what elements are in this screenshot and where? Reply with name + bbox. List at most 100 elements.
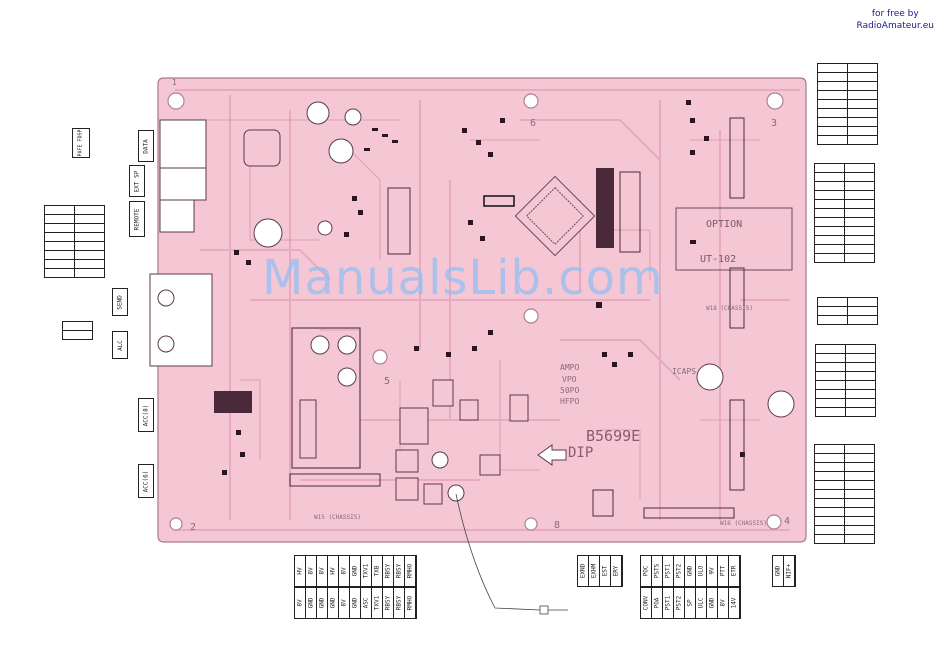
connector-strips — [289, 117, 745, 519]
pin-table-right-3 — [817, 297, 878, 325]
mounting-holes — [167, 92, 784, 531]
ic-chips — [214, 168, 641, 413]
corner-3: 3 — [771, 118, 778, 129]
pin-label: 8V — [306, 556, 317, 586]
antenna-wire — [455, 493, 541, 611]
pin-label: GND — [350, 556, 361, 586]
tp-hfpo: HFPO — [560, 397, 580, 406]
pin-label: GND — [773, 556, 784, 586]
label-data: DATA — [138, 130, 154, 162]
shield-block — [291, 327, 361, 469]
pin-label: RBSY — [394, 588, 405, 618]
pcb-board — [157, 77, 807, 543]
left-jacks — [149, 119, 213, 367]
pin-label: TXV1 — [372, 588, 383, 618]
pin-label: 8V — [339, 556, 350, 586]
pin-label: RBSY — [383, 588, 394, 618]
inductors — [243, 129, 529, 505]
pin-label: 14V — [729, 588, 740, 618]
pin-table-right-2 — [814, 163, 875, 263]
pin-label: ULC — [696, 588, 707, 618]
pin-label: ERY — [611, 556, 622, 586]
watermark: ManualsLib.com — [262, 250, 664, 306]
label-pafe: PAFE FDSP — [72, 128, 90, 158]
pin-label: RBSY — [383, 556, 394, 586]
chassis-w18: W18 (CHASSIS) — [706, 305, 753, 312]
pin-table-right-1 — [817, 63, 878, 145]
pin-label: EXHM — [589, 556, 600, 586]
pin-label: GND — [317, 588, 328, 618]
tp-icaps: ICAPS — [672, 367, 697, 376]
chassis-w15: W15 (CHASSIS) — [314, 514, 361, 521]
pin-label: POA — [652, 588, 663, 618]
credit: for free by RadioAmateur.eu — [857, 8, 934, 32]
label-acc8: ACC(8) — [138, 398, 154, 432]
tp-vpo: VPO — [562, 375, 577, 384]
pin-label: TXB — [372, 556, 383, 586]
pin-label: GND — [328, 588, 339, 618]
pin-label: EXND — [578, 556, 589, 586]
pin-label: RBSY — [394, 556, 405, 586]
option-label: OPTION — [706, 219, 743, 230]
pin-label: POC — [641, 556, 652, 586]
corner-6: 6 — [530, 118, 537, 129]
pin-label: GND — [685, 556, 696, 586]
label-remote: REMOTE — [129, 201, 145, 237]
capacitors — [253, 101, 795, 502]
pin-label: GND — [306, 588, 317, 618]
dip-label: DIP — [568, 445, 594, 461]
corner-4: 4 — [784, 516, 791, 527]
option-part: UT-102 — [700, 254, 737, 265]
pin-label: 8V — [718, 588, 729, 618]
pin-table-right-4 — [815, 344, 876, 417]
pin-table-left-small — [62, 321, 93, 340]
pin-table-left — [44, 205, 105, 278]
pin-label: PST2 — [674, 556, 685, 586]
corner-8: 8 — [554, 520, 561, 531]
dip-arrow — [537, 444, 567, 466]
label-acc6: ACC(6) — [138, 464, 154, 498]
pin-label: PST2 — [674, 588, 685, 618]
corner-5: 5 — [384, 376, 391, 387]
smd-parts — [222, 100, 745, 475]
pin-label: 8V — [339, 588, 350, 618]
pin-label: RMHO — [405, 556, 416, 586]
pin-label: CONV — [641, 588, 652, 618]
corner-1: 1 — [172, 78, 177, 87]
label-send: SEND — [112, 288, 128, 316]
pin-label: PSTS — [652, 556, 663, 586]
part-number: B5699E — [586, 427, 641, 445]
main-ic — [514, 175, 596, 257]
pin-label: PTT — [718, 556, 729, 586]
pin-label: TXV1 — [361, 556, 372, 586]
pin-label: GND — [350, 588, 361, 618]
chassis-w16: W16 (CHASSIS) — [720, 520, 767, 527]
pin-label: RMHO — [405, 588, 416, 618]
label-alc: ALC — [112, 331, 128, 359]
pin-label: ASC — [361, 588, 372, 618]
pin-label: ULO — [696, 556, 707, 586]
pin-table-right-5 — [814, 444, 875, 544]
pin-label: ETR — [729, 556, 740, 586]
pin-label: HV — [328, 556, 339, 586]
option-module — [675, 207, 793, 271]
pin-label: 9V — [707, 556, 718, 586]
pin-label: PST1 — [663, 556, 674, 586]
tp-50po: 50PO — [560, 386, 580, 395]
pin-label: PST1 — [663, 588, 674, 618]
pin-label: 8V — [317, 556, 328, 586]
pin-label: HV — [295, 556, 306, 586]
pin-label: EST — [600, 556, 611, 586]
pin-label: SP — [685, 588, 696, 618]
pin-label: GND — [707, 588, 718, 618]
pin-label: 8V — [295, 588, 306, 618]
antenna-plug — [539, 605, 568, 615]
credit-line2: RadioAmateur.eu — [856, 21, 934, 31]
